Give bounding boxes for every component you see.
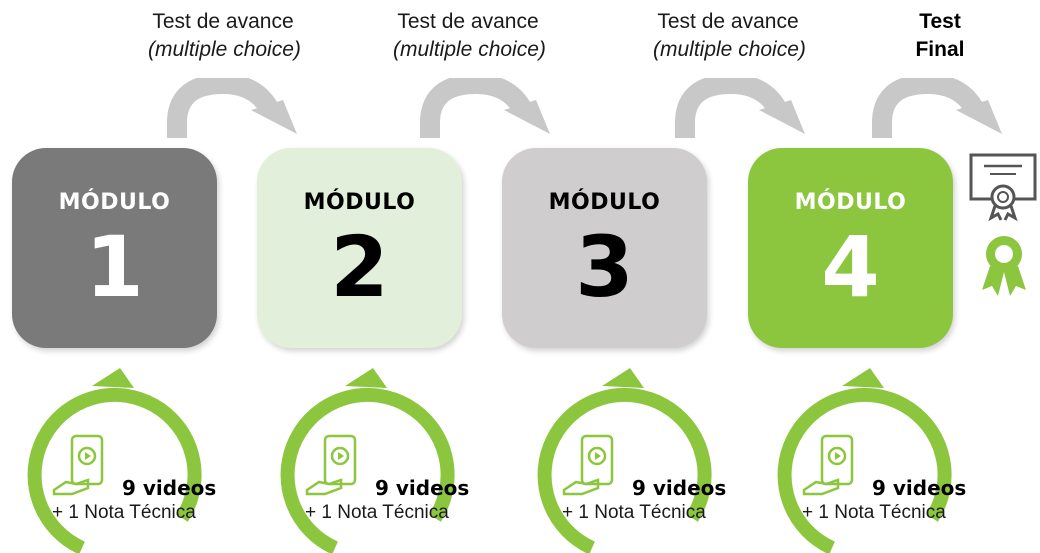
video-phone-hand-icon: [802, 434, 854, 496]
curved-arrow-icon: [870, 78, 1010, 140]
curved-arrow-icon: [418, 78, 558, 140]
test-label-2-line1: Test de avance: [397, 10, 539, 33]
final-test-line2: Final: [915, 38, 965, 61]
technical-note: + 1 Nota Técnica: [562, 502, 706, 523]
videos-count: 9 videos: [375, 476, 470, 500]
resource-ring-2: 9 videos + 1 Nota Técnica: [275, 368, 515, 553]
resource-ring-3: 9 videos + 1 Nota Técnica: [532, 368, 772, 553]
module-1-title: MÓDULO: [58, 190, 171, 215]
progress-ring-icon: [27, 368, 202, 553]
curved-arrow-icon: [165, 78, 305, 140]
test-label-2: Test de avance (multiple choice): [393, 8, 546, 64]
module-2-title: MÓDULO: [303, 190, 416, 215]
videos-count: 9 videos: [632, 476, 727, 500]
technical-note: + 1 Nota Técnica: [305, 502, 449, 523]
test-label-2-line2: (multiple choice): [393, 38, 546, 61]
test-label-3-line2: (multiple choice): [653, 38, 806, 61]
module-3-number: 3: [575, 218, 634, 316]
test-label-1-line1: Test de avance: [152, 10, 294, 33]
final-test-label: Test Final: [900, 8, 980, 64]
module-2-number: 2: [330, 218, 389, 316]
certificate-icon: [968, 152, 1038, 227]
module-1-number: 1: [85, 218, 144, 316]
test-label-3-line1: Test de avance: [657, 10, 799, 33]
curved-arrow-icon: [673, 78, 813, 140]
module-4-number: 4: [821, 218, 880, 316]
video-phone-hand-icon: [52, 434, 104, 496]
progress-ring-icon: [537, 368, 712, 553]
module-3-box: MÓDULO 3: [502, 148, 707, 348]
progress-ring-icon: [280, 368, 455, 553]
video-phone-hand-icon: [562, 434, 614, 496]
final-test-line1: Test: [919, 10, 961, 33]
technical-note: + 1 Nota Técnica: [802, 502, 946, 523]
videos-count: 9 videos: [122, 476, 217, 500]
module-4-box: MÓDULO 4: [748, 148, 953, 348]
award-ribbon-icon: [978, 232, 1030, 303]
resource-ring-1: 9 videos + 1 Nota Técnica: [22, 368, 262, 553]
test-label-1: Test de avance (multiple choice): [148, 8, 301, 64]
module-4-title: MÓDULO: [794, 190, 907, 215]
module-1-box: MÓDULO 1: [12, 148, 217, 348]
test-label-1-line2: (multiple choice): [148, 38, 301, 61]
module-3-title: MÓDULO: [548, 190, 661, 215]
videos-count: 9 videos: [872, 476, 967, 500]
test-label-3: Test de avance (multiple choice): [653, 8, 806, 64]
module-2-box: MÓDULO 2: [257, 148, 462, 348]
video-phone-hand-icon: [305, 434, 357, 496]
resource-ring-4: 9 videos + 1 Nota Técnica: [772, 368, 1012, 553]
technical-note: + 1 Nota Técnica: [52, 502, 196, 523]
progress-ring-icon: [777, 368, 952, 553]
